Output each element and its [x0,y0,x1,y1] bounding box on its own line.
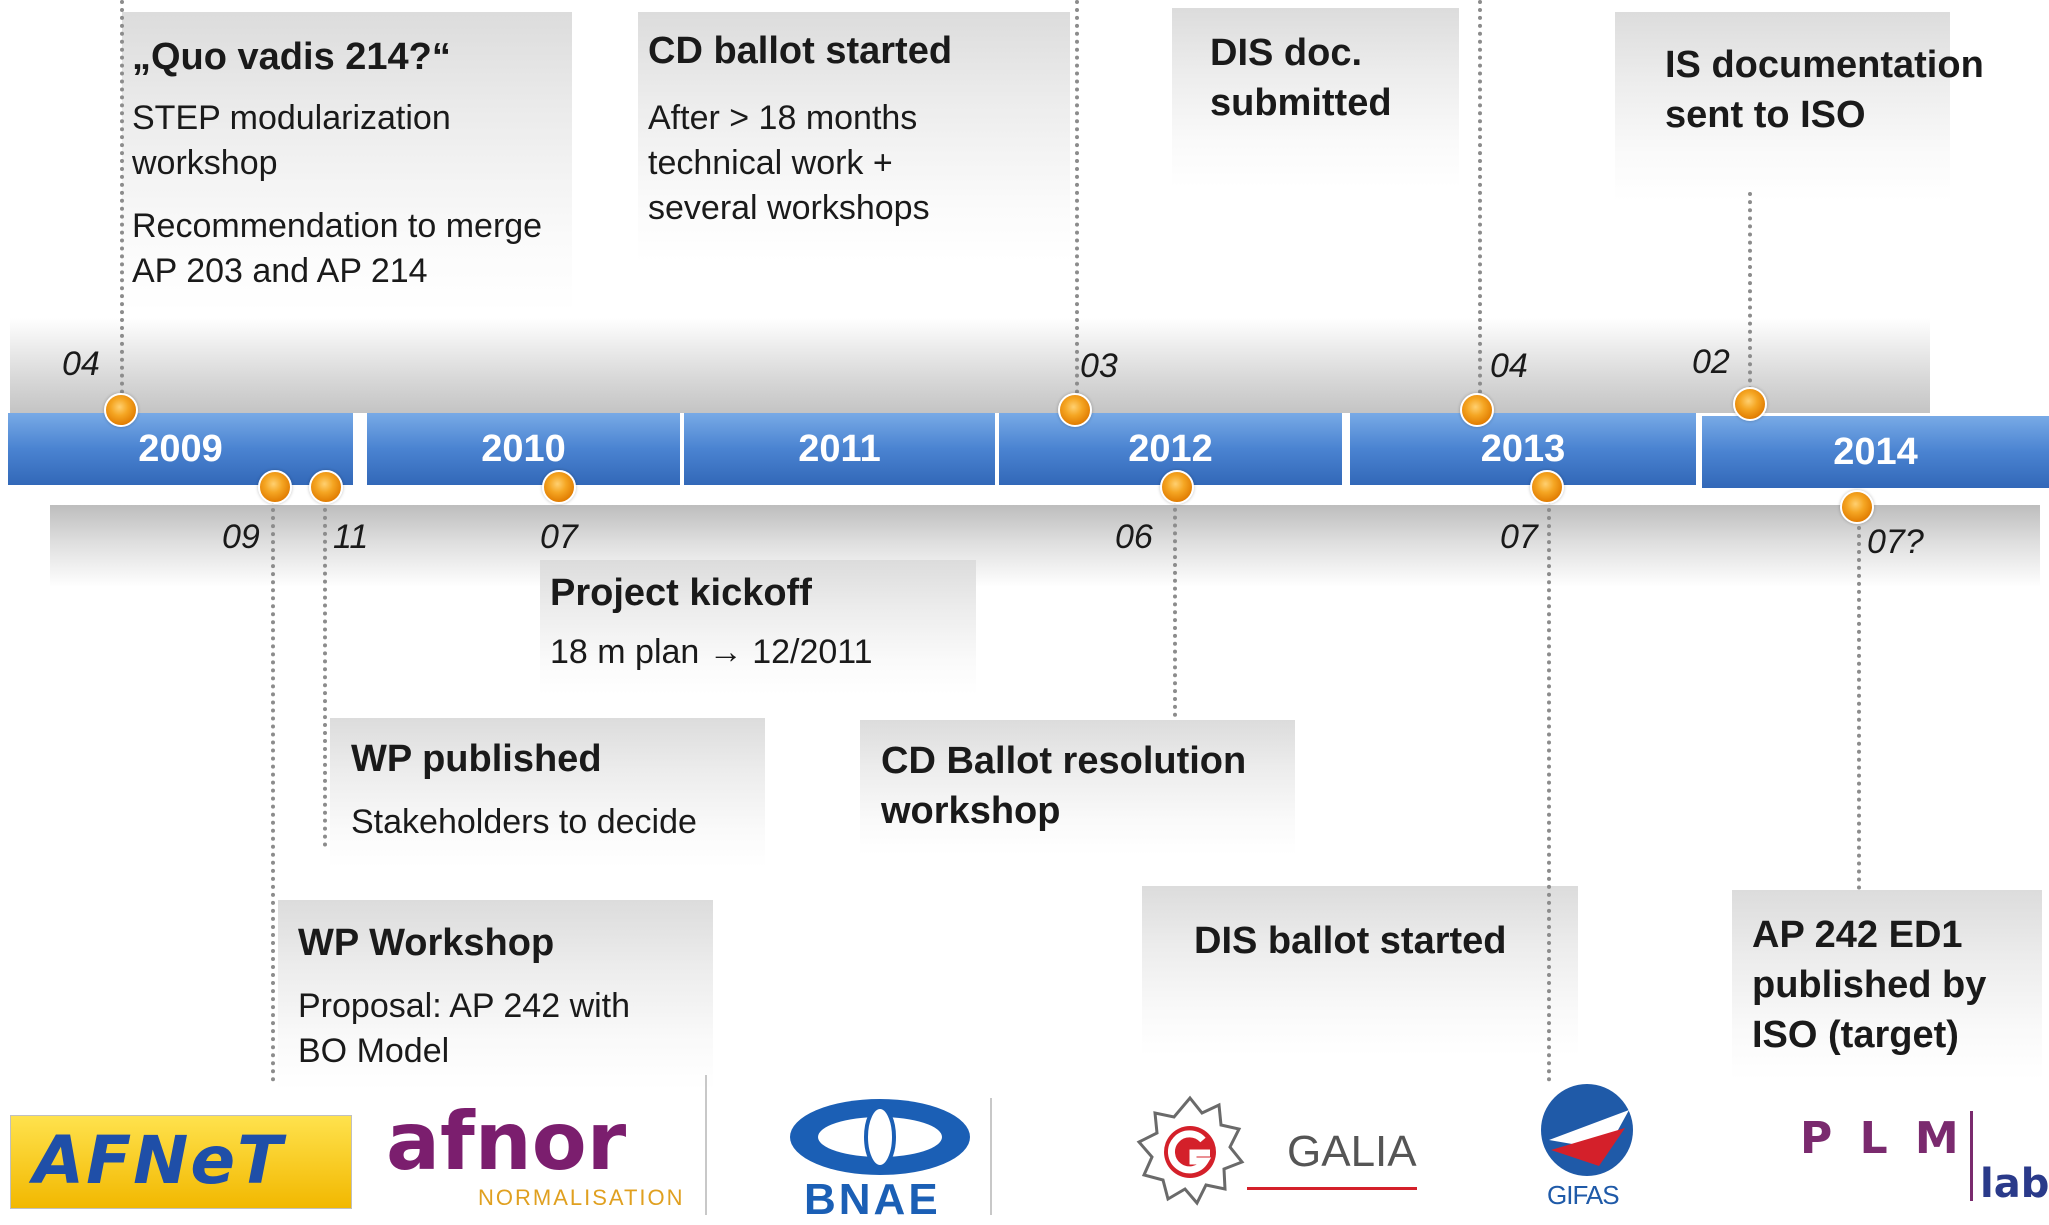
gifas-logo-text: GIFAS [1547,1180,1620,1210]
event-quo-vadis: „Quo vadis 214?“ STEP modularization wor… [122,12,572,312]
afnor-logo-subtext: NORMALISATION [478,1185,685,1210]
gifas-emblem-icon [1541,1084,1633,1176]
event-is-documentation: IS documentation sent to ISO [1615,12,1984,202]
month-label: 04 [62,345,100,383]
month-label: 07 [1500,518,1538,556]
logo-separator [705,1075,707,1215]
afnet-logo: AFNeT [10,1115,352,1209]
milestone-dot [104,393,138,427]
month-label: 02 [1692,343,1730,381]
milestone-dot [542,470,576,504]
timeline-lower-shadow-band [50,505,2040,587]
connector-2012-03 [1075,0,1079,410]
event-title: WP Workshop [298,922,555,964]
milestone-dot [1733,387,1767,421]
milestone-dot [1530,470,1564,504]
month-label: 11 [333,518,369,556]
event-cd-ballot-resolution: CD Ballot resolution workshop [860,720,1295,855]
month-label: 04 [1490,347,1528,385]
event-line: After > 18 months technical work + sever… [648,99,930,227]
event-dis-ballot-started: DIS ballot started [1142,886,1578,1056]
afnor-logo-text: afnor [386,1095,627,1188]
month-label: 07? [1867,523,1924,561]
event-ap242-published: AP 242 ED1 published by ISO (target) [1732,890,2042,1080]
event-dis-doc-submitted: DIS doc. submitted [1172,8,1459,188]
milestone-dot [1160,470,1194,504]
event-wp-workshop: WP Workshop Proposal: AP 242 with BO Mod… [278,900,713,1090]
year-2009: 2009 [8,413,353,485]
connector-2013-07 [1547,492,1551,1082]
connector-2009-09 [271,492,275,1082]
logo-separator [990,1098,992,1215]
event-title: „Quo vadis 214?“ [132,36,451,78]
connector-2012-06 [1173,492,1177,717]
milestone-dot [309,470,343,504]
event-project-kickoff: Project kickoff 18 m plan → 12/2011 [540,560,976,695]
timeline-upper-shadow-band [10,318,1930,413]
year-2014: 2014 [1702,416,2049,488]
year-2010: 2010 [367,413,680,485]
plm-lab-logo: P L M lab [1790,1105,2049,1215]
event-title: CD ballot started [648,30,953,72]
milestone-dot [1058,393,1092,427]
event-line: STEP modularization workshop [132,99,451,182]
connector-2014-07 [1857,510,1861,890]
galia-logo-text: GALIA [1287,1127,1417,1176]
plm-separator [1970,1111,1973,1201]
month-label: 09 [222,518,260,556]
milestone-dot [1460,393,1494,427]
month-label: 07 [540,518,578,556]
connector-2009-11 [323,492,327,847]
event-title: DIS ballot started [1194,920,1507,962]
galia-gear-icon [1136,1095,1245,1206]
event-line: 18 m plan → 12/2011 [550,633,873,671]
year-2013: 2013 [1350,413,1696,485]
event-title: CD Ballot resolution workshop [881,740,1247,832]
event-title: DIS doc. submitted [1210,32,1392,124]
bnae-globe-icon [790,1099,970,1175]
event-title: WP published [351,738,602,780]
bnae-logo-text: BNAE [804,1175,941,1224]
bnae-logo: BNAE [780,1095,980,1224]
event-line: Proposal: AP 242 with BO Model [298,987,631,1070]
connector-2013-04 [1478,0,1482,410]
event-title: AP 242 ED1 published by ISO (target) [1752,914,1987,1056]
event-line: Recommendation to merge AP 203 and AP 21… [132,207,543,290]
plm-logo-subtext: lab [1980,1161,2049,1207]
connector-2014-02 [1748,192,1752,407]
plm-logo-text: P L M [1800,1113,1965,1164]
event-cd-ballot-started: CD ballot started After > 18 months tech… [638,12,1070,262]
month-label: 03 [1080,347,1118,385]
milestone-dot [1840,490,1874,524]
milestone-dot [258,470,292,504]
event-wp-published: WP published Stakeholders to decide [330,718,765,868]
event-line: Stakeholders to decide [351,803,697,841]
month-label: 06 [1115,518,1153,556]
event-title: IS documentation sent to ISO [1665,44,1984,136]
connector-2009-04 [120,0,124,410]
event-title: Project kickoff [550,572,812,614]
galia-logo: GALIA [1135,1095,1425,1210]
afnor-logo: afnor NORMALISATION [378,1095,703,1215]
galia-underline [1247,1187,1417,1190]
afnet-logo-text: AFNeT [33,1122,285,1199]
gifas-logo: GIFAS [1537,1080,1637,1215]
year-2011: 2011 [684,413,995,485]
